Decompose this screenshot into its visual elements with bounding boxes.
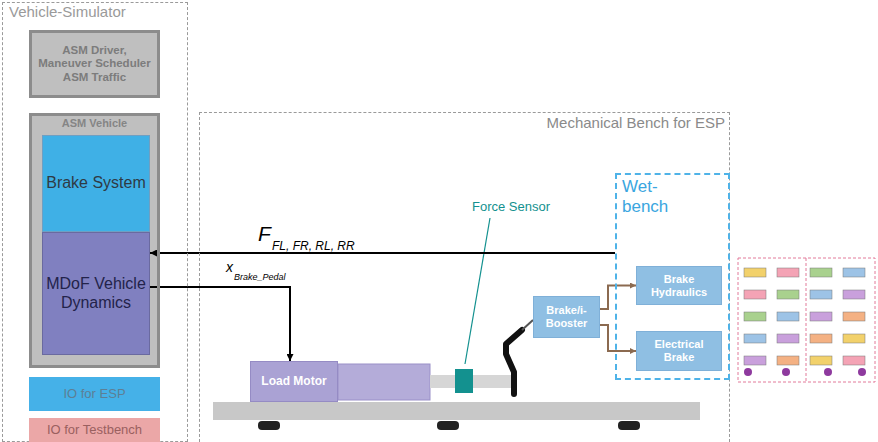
valve-symbol bbox=[810, 356, 832, 365]
valve-symbol bbox=[777, 312, 799, 321]
process-box: Brake System bbox=[42, 135, 150, 232]
pedal-link bbox=[522, 320, 533, 330]
valve-symbol bbox=[777, 356, 799, 365]
valve-symbol bbox=[744, 334, 766, 343]
wheel-port bbox=[782, 368, 790, 376]
box-label: IO for Testbench bbox=[47, 423, 142, 438]
callout-label: Force Sensor bbox=[472, 200, 550, 214]
valve-symbol bbox=[810, 290, 832, 299]
io-box: IO for ESP bbox=[29, 377, 160, 411]
group-box: ASM VehicleBrake SystemMDoF Vehicle Dyna… bbox=[29, 113, 160, 368]
valve-symbol bbox=[777, 268, 799, 277]
foot bbox=[258, 421, 280, 430]
box-label: MDoF Vehicle Dynamics bbox=[45, 275, 147, 312]
group-title: Vehicle-Simulator bbox=[9, 3, 126, 20]
box-label: Electrical Brake bbox=[639, 338, 719, 363]
base-plate bbox=[213, 402, 700, 420]
leader-line bbox=[465, 218, 490, 364]
group-frame: Vehicle-SimulatorASM Driver, Maneuver Sc… bbox=[2, 2, 188, 442]
group-title: Wet-bench bbox=[622, 177, 682, 216]
box-label: Brake/i-Booster bbox=[536, 304, 597, 329]
valve-symbol bbox=[843, 268, 865, 277]
valve-symbol bbox=[777, 290, 799, 299]
io-box: IO for Testbench bbox=[29, 418, 160, 442]
box-label: Brake Hydraulics bbox=[639, 273, 719, 298]
box-label: ASM Driver, Maneuver Scheduler ASM Traff… bbox=[34, 44, 155, 84]
connector-arrow bbox=[150, 287, 290, 361]
foot bbox=[437, 421, 459, 430]
signal-label: x bbox=[226, 260, 233, 275]
signal-subscript: FL, FR, RL, RR bbox=[272, 240, 355, 253]
foot bbox=[618, 421, 640, 430]
valve-symbol bbox=[810, 312, 832, 321]
group-title: ASM Vehicle bbox=[32, 117, 157, 130]
box-label: Brake System bbox=[46, 174, 146, 192]
panel-fill bbox=[29, 113, 160, 368]
brake-pedal bbox=[506, 330, 522, 394]
valve-symbol bbox=[744, 268, 766, 277]
motor-box: Load Motor bbox=[250, 361, 338, 402]
group-box: Wet-benchBrake HydraulicsElectrical Brak… bbox=[615, 173, 730, 380]
wheel-port bbox=[858, 368, 866, 376]
process-box: Brake Hydraulics bbox=[636, 266, 722, 305]
wheel-port bbox=[744, 368, 752, 376]
connector-arrow bbox=[600, 325, 636, 351]
valve-symbol bbox=[810, 334, 832, 343]
valve-symbol bbox=[843, 290, 865, 299]
valve-symbol bbox=[843, 334, 865, 343]
valve-symbol bbox=[744, 290, 766, 299]
valve-symbol bbox=[810, 268, 832, 277]
valve-symbol bbox=[777, 334, 799, 343]
hydraulic-schematic bbox=[806, 258, 807, 382]
connector-arrow bbox=[600, 286, 636, 310]
process-box: ASM Driver, Maneuver Scheduler ASM Traff… bbox=[29, 30, 160, 98]
group-title: Mechanical Bench for ESP bbox=[547, 114, 725, 131]
hydraulic-schematic bbox=[744, 268, 866, 376]
valve-symbol bbox=[843, 356, 865, 365]
valve-symbol bbox=[744, 312, 766, 321]
motor-body bbox=[338, 364, 430, 400]
connector-arrow bbox=[150, 252, 615, 254]
process-box: Electrical Brake bbox=[636, 331, 722, 371]
wheel-port bbox=[824, 368, 832, 376]
box-label: Load Motor bbox=[261, 375, 326, 389]
valve-symbol bbox=[843, 312, 865, 321]
process-box: Brake/i-Booster bbox=[533, 296, 600, 338]
hydraulic-schematic bbox=[738, 258, 875, 382]
signal-label: F bbox=[258, 222, 271, 245]
force-sensor bbox=[455, 369, 473, 393]
signal-subscript: Brake_Pedal bbox=[234, 273, 286, 283]
process-box: MDoF Vehicle Dynamics bbox=[42, 232, 150, 355]
box-label: IO for ESP bbox=[63, 387, 125, 402]
valve-symbol bbox=[744, 356, 766, 365]
